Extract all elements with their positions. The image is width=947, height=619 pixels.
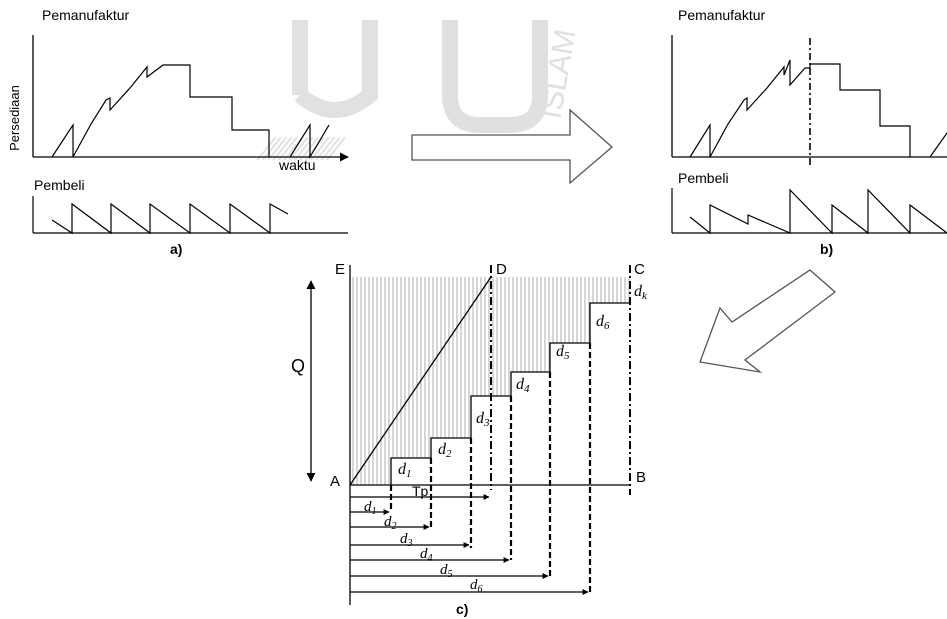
panel-c-step-label-1: d1	[398, 461, 412, 480]
panel-a-x-axis-label: waktu	[278, 157, 316, 173]
panel-c-q-label: Q	[291, 356, 305, 376]
panel-b-caption: b)	[820, 241, 833, 257]
panel-c-step-label-4: d4	[516, 376, 530, 395]
transition-arrow-down-left	[699, 269, 837, 374]
panel-a-y-axis-label: Persediaan	[7, 85, 22, 151]
panel-b: Pemanufaktur Pembeli b)	[671, 7, 947, 257]
panel-c-interval-label-4: d4	[420, 546, 433, 564]
panel-c-label-E: E	[335, 261, 345, 278]
panel-b-manufacturer-inventory-curve	[689, 59, 911, 158]
panel-c-interval-label-3: d3	[400, 531, 413, 549]
panel-c-label-C: C	[634, 261, 645, 278]
panel-c-interval-label-6: d6	[470, 577, 483, 595]
panel-c-interval-label-2: d2	[384, 514, 397, 532]
panel-a-buyer-label: Pembeli	[34, 177, 85, 193]
panel-c-step-label-3: d3	[476, 410, 490, 429]
panel-c-step-label-2: d2	[438, 441, 452, 460]
panel-c-dk-label: dk	[634, 283, 648, 302]
panel-c-step-label-5: d5	[556, 343, 570, 362]
panel-c-tp-label: Tp	[412, 483, 429, 499]
watermark-logo-center	[442, 20, 548, 133]
panel-a-manufacturer-label: Pemanufaktur	[42, 7, 129, 23]
panel-c-production-line-AD	[349, 276, 492, 486]
panel-c-caption: c)	[456, 601, 468, 617]
watermark-script: ⁄⁄⁄⁄⁄⁄⁄⁄⁄⁄⁄⁄⁄⁄	[256, 131, 346, 167]
panel-a: Pemanufaktur Persediaan waktu Pembeli a)	[7, 7, 349, 257]
panel-c: Q E D C A B dk d1 d2 d3 d4 d5 d6 Tp d1 d…	[291, 261, 648, 617]
panel-b-manufacturer-label: Pemanufaktur	[678, 7, 765, 23]
watermark: ISLAM ⁄⁄⁄⁄⁄⁄⁄⁄⁄⁄⁄⁄⁄⁄	[256, 20, 583, 167]
panel-c-label-B: B	[636, 469, 646, 486]
panel-b-manufacturer-next-cycle	[929, 132, 947, 158]
panel-b-buyer-inventory-curve	[689, 188, 947, 235]
panel-a-manufacturer-next-cycle	[289, 122, 330, 160]
panel-b-buyer-label: Pembeli	[678, 170, 729, 186]
watermark-logo-left	[292, 20, 378, 118]
panel-c-label-A: A	[330, 473, 340, 490]
transition-arrow-right	[411, 108, 613, 185]
panel-c-interval-label-1: d1	[364, 499, 377, 517]
panel-c-step-label-6: d6	[596, 313, 610, 332]
panel-a-manufacturer-inventory-curve	[51, 64, 270, 158]
panel-a-caption: a)	[170, 241, 182, 257]
panel-c-label-D: D	[496, 261, 507, 278]
panel-c-interval-label-5: d5	[440, 562, 453, 580]
panel-a-buyer-inventory-curve	[51, 202, 289, 235]
